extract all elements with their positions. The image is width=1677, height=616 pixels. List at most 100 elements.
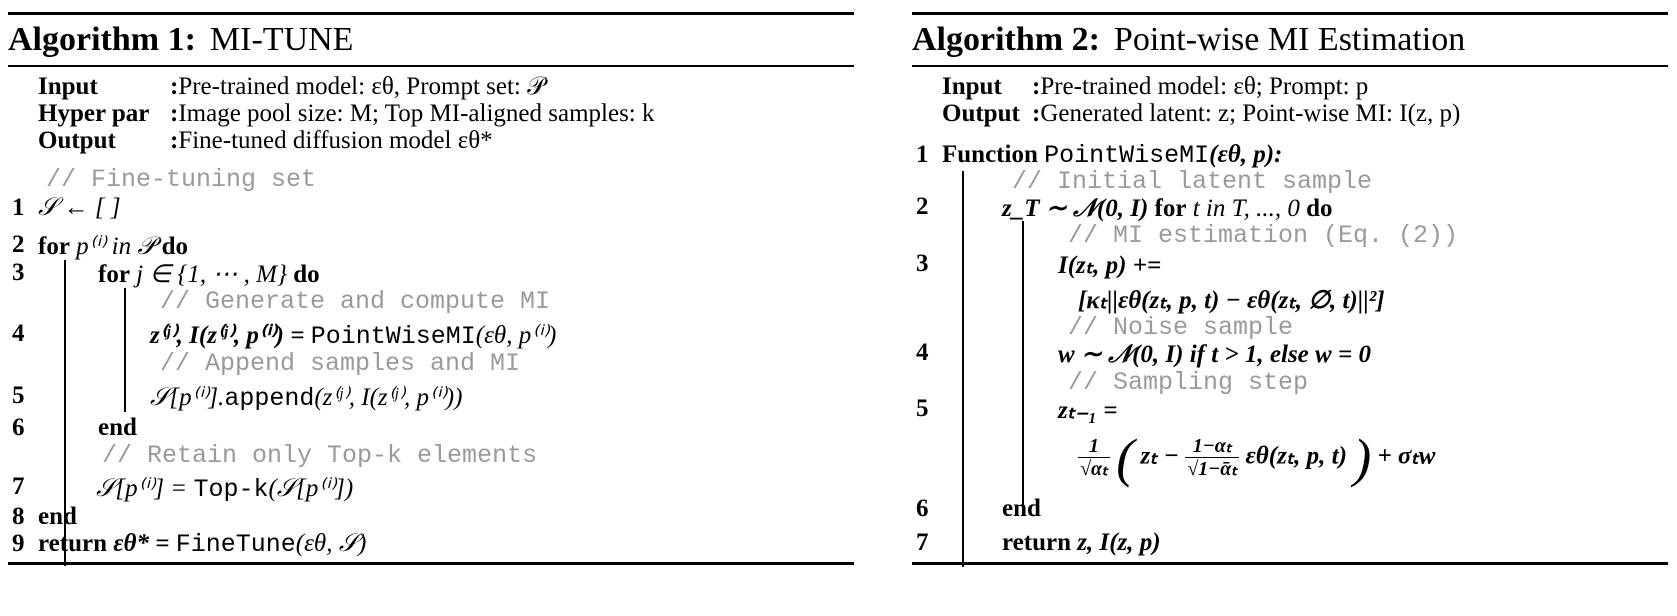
- line-number: 7: [12, 472, 25, 500]
- statement: end: [1002, 494, 1041, 522]
- keyword: return: [1002, 528, 1071, 556]
- expression: z_T ∼ 𝒩(0, I): [1002, 194, 1149, 222]
- keyword: do: [1306, 194, 1333, 222]
- expression: + σₜw: [1377, 442, 1436, 470]
- keyword: do: [161, 232, 189, 260]
- line-number: 3: [916, 249, 929, 277]
- statement: I(zₜ, p) +=: [1058, 251, 1162, 279]
- statement: 𝒮[p⁽ⁱ⁾].append(z⁽ʲ⁾, I(z⁽ʲ⁾, p⁽ⁱ⁾)): [150, 382, 462, 413]
- hyper-value-text: Image pool size: M; Top MI-aligned sampl…: [178, 99, 655, 127]
- algorithm-title: Algorithm 2: Point-wise MI Estimation: [912, 15, 1668, 65]
- line-number: 1: [916, 140, 929, 168]
- algorithm-body: Input :Pre-trained model: εθ, Prompt set…: [8, 67, 854, 607]
- function-name: Top-k: [193, 474, 269, 504]
- input-value-text: Pre-trained model: εθ, Prompt set: 𝒫: [178, 72, 546, 100]
- line-number: 4: [916, 338, 929, 366]
- arguments: (εθ, 𝒮): [295, 529, 367, 557]
- header-rule: [8, 65, 854, 67]
- indent-bar: [962, 170, 964, 567]
- algorithm-name: Point-wise MI Estimation: [1113, 21, 1466, 58]
- algorithm-label: Algorithm 2:: [912, 21, 1100, 58]
- line-number: 9: [12, 529, 25, 557]
- arguments: (εθ, p):: [1209, 140, 1283, 168]
- top-rule: [8, 12, 854, 15]
- line-number: 4: [12, 319, 25, 347]
- keyword: return: [38, 529, 107, 557]
- expression: zₜ −: [1140, 442, 1179, 470]
- statement: zₜ₋₁ =: [1058, 396, 1118, 424]
- comment: // Noise sample: [1068, 312, 1294, 342]
- line-number: 7: [916, 528, 929, 556]
- arguments: (z⁽ʲ⁾, I(z⁽ʲ⁾, p⁽ⁱ⁾)): [314, 383, 463, 411]
- function-name: FineTune: [175, 529, 296, 559]
- top-rule: [912, 12, 1668, 15]
- output-value: :Generated latent: z; Point-wise MI: I(z…: [1032, 99, 1461, 127]
- function-name: PointWiseMI: [310, 321, 476, 351]
- algorithm-name: MI-TUNE: [209, 21, 354, 58]
- hyper-label: Hyper par: [38, 99, 150, 127]
- algorithm-1: Algorithm 1: MI-TUNE Input :Pre-trained m…: [8, 12, 854, 607]
- output-value-text: Generated latent: z; Point-wise MI: I(z,…: [1040, 99, 1461, 127]
- right-paren: ): [1353, 427, 1372, 488]
- function-name: append: [224, 383, 315, 413]
- function-name: PointWiseMI: [1044, 140, 1210, 170]
- statement: end: [38, 502, 77, 530]
- statement: w ∼ 𝒩(0, I) if t > 1, else w = 0: [1058, 340, 1371, 368]
- algorithm-2: Algorithm 2: Point-wise MI Estimation Inp…: [912, 12, 1668, 607]
- comment: // Fine-tuning set: [46, 164, 317, 194]
- line-number: 6: [12, 413, 25, 441]
- arguments: (εθ, p⁽ⁱ⁾): [475, 321, 557, 349]
- comment: // Retain only Top-k elements: [102, 440, 538, 470]
- hyper-value: :Image pool size: M; Top MI-aligned samp…: [170, 99, 655, 127]
- algorithm-title: Algorithm 1: MI-TUNE: [8, 15, 854, 65]
- expression: εθ* =: [113, 529, 176, 557]
- statement: z_T ∼ 𝒩(0, I) for t in T, ..., 0 do: [1002, 193, 1333, 223]
- denominator: √αₜ: [1080, 458, 1108, 481]
- denominator: √1−ᾱₜ: [1187, 458, 1238, 481]
- left-paren: (: [1116, 427, 1135, 488]
- statement: 𝒮[p⁽ⁱ⁾] = Top-k(𝒮[p⁽ⁱ⁾]): [96, 473, 353, 504]
- input-label: Input: [942, 72, 1002, 100]
- fraction: 1√αₜ: [1078, 435, 1110, 480]
- expression: j ∈ {1, ⋯ , M}: [136, 260, 287, 288]
- statement: return z, I(z, p): [1002, 529, 1161, 557]
- output-value: :Fine-tuned diffusion model εθ*: [170, 126, 493, 154]
- statement: [κₜ||εθ(zₜ, p, t) − εθ(zₜ, ∅, t)||²]: [1078, 286, 1385, 314]
- line-number: 5: [916, 394, 929, 422]
- line-number: 6: [916, 494, 929, 522]
- sampling-equation: 1√αₜ ( zₜ − 1−αₜ√1−ᾱₜ εθ(zₜ, p, t) ) + σ…: [1078, 427, 1435, 489]
- statement: Function PointWiseMI(εθ, p):: [942, 141, 1282, 170]
- algo-line-5-cont: 1√αₜ ( zₜ − 1−αₜ√1−ᾱₜ εθ(zₜ, p, t) ) + σ…: [912, 423, 1668, 493]
- input-label: Input: [38, 72, 98, 100]
- indent-bar: [1022, 220, 1024, 515]
- indent-bar: [64, 259, 66, 566]
- bottom-rule: [8, 561, 854, 565]
- line-number: 8: [12, 502, 25, 530]
- statement: end: [98, 413, 137, 441]
- algorithm-body: Input :Pre-trained model: εθ; Prompt: p …: [912, 67, 1668, 607]
- output-label: Output: [942, 99, 1020, 127]
- statement: 𝒮 ← [ ]: [38, 193, 121, 221]
- input-value: :Pre-trained model: εθ, Prompt set: 𝒫: [170, 72, 546, 100]
- statement: for p⁽ⁱ⁾ in 𝒫 do: [38, 231, 188, 261]
- statement: z⁽ʲ⁾, I(z⁽ʲ⁾, p⁽ⁱ⁾) = PointWiseMI(εθ, p⁽…: [150, 320, 556, 351]
- indent-bar: [124, 287, 126, 412]
- comment: // MI estimation (Eq. (2)): [1068, 220, 1459, 250]
- numerator: 1: [1078, 435, 1110, 459]
- expression: 𝒮[p⁽ⁱ⁾].: [150, 383, 225, 411]
- algorithm-label: Algorithm 1:: [8, 21, 196, 58]
- numerator: 1−αₜ: [1185, 435, 1240, 459]
- line-number: 2: [12, 230, 25, 258]
- line-number: 5: [12, 381, 25, 409]
- comment: // Generate and compute MI: [160, 286, 551, 316]
- line-number: 1: [12, 193, 25, 221]
- keyword: Function: [942, 140, 1038, 168]
- expression: εθ(zₜ, p, t): [1245, 442, 1347, 470]
- input-value-text: Pre-trained model: εθ; Prompt: p: [1040, 72, 1369, 100]
- output-label: Output: [38, 126, 116, 154]
- keyword: do: [293, 260, 320, 288]
- comment: // Append samples and MI: [160, 348, 521, 378]
- fraction: 1−αₜ√1−ᾱₜ: [1185, 435, 1240, 481]
- expression: p⁽ⁱ⁾ in 𝒫: [76, 232, 156, 260]
- comment: // Initial latent sample: [1012, 166, 1373, 196]
